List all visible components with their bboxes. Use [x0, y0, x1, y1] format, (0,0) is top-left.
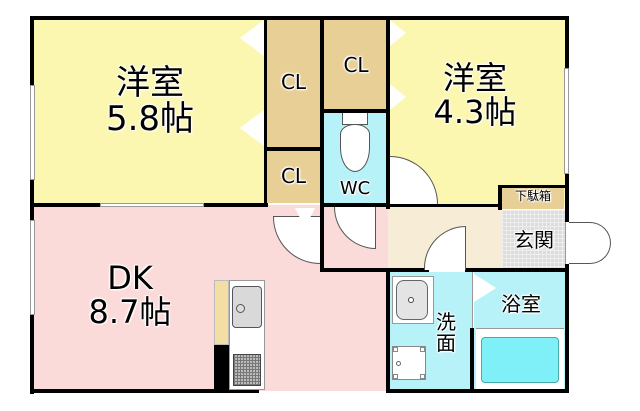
closet-label: CL — [280, 70, 307, 94]
window — [564, 68, 569, 174]
wall — [320, 109, 390, 113]
washroom-label: 洗 面 — [430, 312, 462, 354]
closet-3 — [324, 19, 388, 109]
stove-icon — [233, 354, 261, 386]
kitchen-wall — [214, 345, 229, 391]
bathroom-label: 浴室 — [501, 292, 541, 316]
wall — [264, 147, 322, 151]
wall — [30, 389, 259, 393]
washroom-label-line1: 洗 — [436, 310, 456, 334]
toilet-bowl-icon — [340, 124, 370, 172]
kitchen-sink-icon — [232, 286, 262, 328]
drain-icon — [236, 304, 245, 313]
wall — [388, 204, 500, 207]
wall — [465, 268, 569, 272]
room-label-dk: DK 8.7帖 — [60, 259, 200, 331]
western-room-1 — [33, 19, 266, 205]
washroom-label-line2: 面 — [436, 331, 456, 355]
closet-label: CL — [343, 53, 369, 77]
room-name: 洋室 — [116, 63, 184, 103]
pan-corner — [393, 347, 398, 352]
wall — [386, 16, 390, 209]
room-label-western-1: 洋室 5.8帖 — [80, 63, 220, 139]
window — [30, 220, 35, 315]
window — [100, 203, 204, 207]
entrance-label: 玄関 — [514, 228, 554, 252]
entrance-door-gap — [565, 222, 569, 264]
wall — [320, 203, 390, 207]
closet-1 — [266, 19, 321, 147]
toilet-label: WC — [339, 178, 371, 199]
pan-corner — [420, 374, 425, 379]
wall — [565, 16, 569, 393]
wall — [320, 268, 429, 272]
bathtub-icon — [481, 337, 559, 383]
pan-drain-icon — [396, 361, 401, 366]
pan-corner — [393, 374, 398, 379]
wall — [30, 203, 100, 207]
washing-machine-pan-icon — [392, 346, 426, 380]
wall — [470, 328, 474, 393]
wall — [264, 16, 267, 206]
shoe-box — [502, 187, 564, 209]
window — [30, 85, 35, 180]
wall — [386, 389, 569, 393]
room-size: 5.8帖 — [105, 98, 195, 139]
wall — [498, 185, 568, 188]
pan-corner — [420, 347, 425, 352]
room-name: 洋室 — [442, 59, 507, 97]
basin-bowl-icon — [396, 280, 428, 320]
entrance — [502, 210, 566, 270]
room-size: 4.3帖 — [433, 92, 517, 131]
room-name: DK — [107, 259, 153, 297]
wall — [204, 203, 268, 207]
room-label-western-2: 洋室 4.3帖 — [410, 59, 540, 131]
bathroom-door-frame — [472, 272, 473, 328]
wall — [320, 16, 324, 272]
wall — [386, 268, 390, 393]
dining-kitchen — [33, 207, 388, 391]
basin-drain-icon — [408, 297, 414, 303]
closet-label: CL — [280, 164, 307, 188]
shoe-box-label: 下駄箱 — [514, 189, 551, 203]
wall — [498, 185, 502, 210]
wall — [30, 16, 569, 20]
kitchen-shelf — [214, 280, 229, 345]
room-size: 8.7帖 — [88, 292, 172, 331]
entrance-door[interactable] — [569, 222, 611, 264]
closet-2 — [266, 151, 321, 203]
